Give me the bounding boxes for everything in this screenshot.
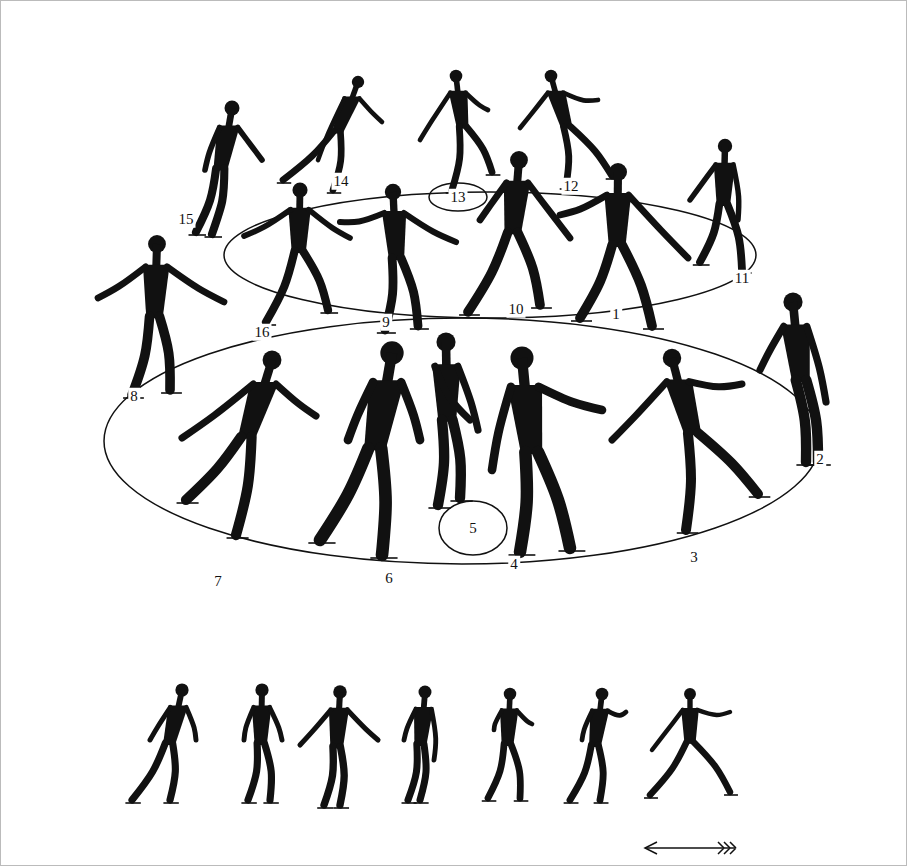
- loop-circle: 5: [438, 500, 508, 556]
- callout-number: 2: [814, 451, 826, 468]
- skater: [244, 182, 350, 325]
- callout-number: 9: [380, 314, 392, 331]
- skater-figures: [98, 70, 831, 808]
- skater: [189, 101, 263, 238]
- skater: [98, 235, 224, 398]
- callout-number: 5: [467, 520, 479, 537]
- skater: [340, 184, 456, 333]
- skater: [560, 163, 688, 329]
- callout-number: 7: [212, 573, 224, 590]
- callout-number: 3: [688, 549, 700, 566]
- skater: [492, 346, 602, 555]
- callout-number: 11: [733, 270, 751, 287]
- skater: [644, 688, 738, 798]
- callout-number: 14: [332, 173, 351, 190]
- skater: [308, 341, 420, 558]
- callout-number: 16: [253, 324, 272, 341]
- skater: [420, 70, 500, 193]
- skater: [277, 76, 382, 193]
- skater: [459, 151, 570, 315]
- skater: [612, 349, 770, 533]
- skater: [564, 688, 626, 803]
- direction-arrow: [645, 842, 736, 854]
- skater: [241, 683, 282, 803]
- loop-circle: 13: [428, 182, 488, 212]
- callout-number: 10: [507, 301, 526, 318]
- tracing-lower-loop: [104, 318, 820, 564]
- skater: [520, 70, 620, 189]
- callout-number: 12: [562, 178, 581, 195]
- callout-number: 4: [508, 556, 520, 573]
- skater: [125, 683, 196, 803]
- skater: [177, 351, 316, 538]
- skater: [690, 139, 752, 273]
- callout-number: 8: [128, 388, 140, 405]
- callout-number: 1: [610, 306, 622, 323]
- skater: [482, 688, 532, 801]
- skater: [760, 292, 831, 465]
- skater: [402, 686, 436, 803]
- callout-number: 15: [177, 211, 196, 228]
- callout-number: 6: [383, 570, 395, 587]
- callout-number: 13: [449, 189, 468, 206]
- skater: [300, 685, 378, 808]
- skater: [428, 332, 478, 508]
